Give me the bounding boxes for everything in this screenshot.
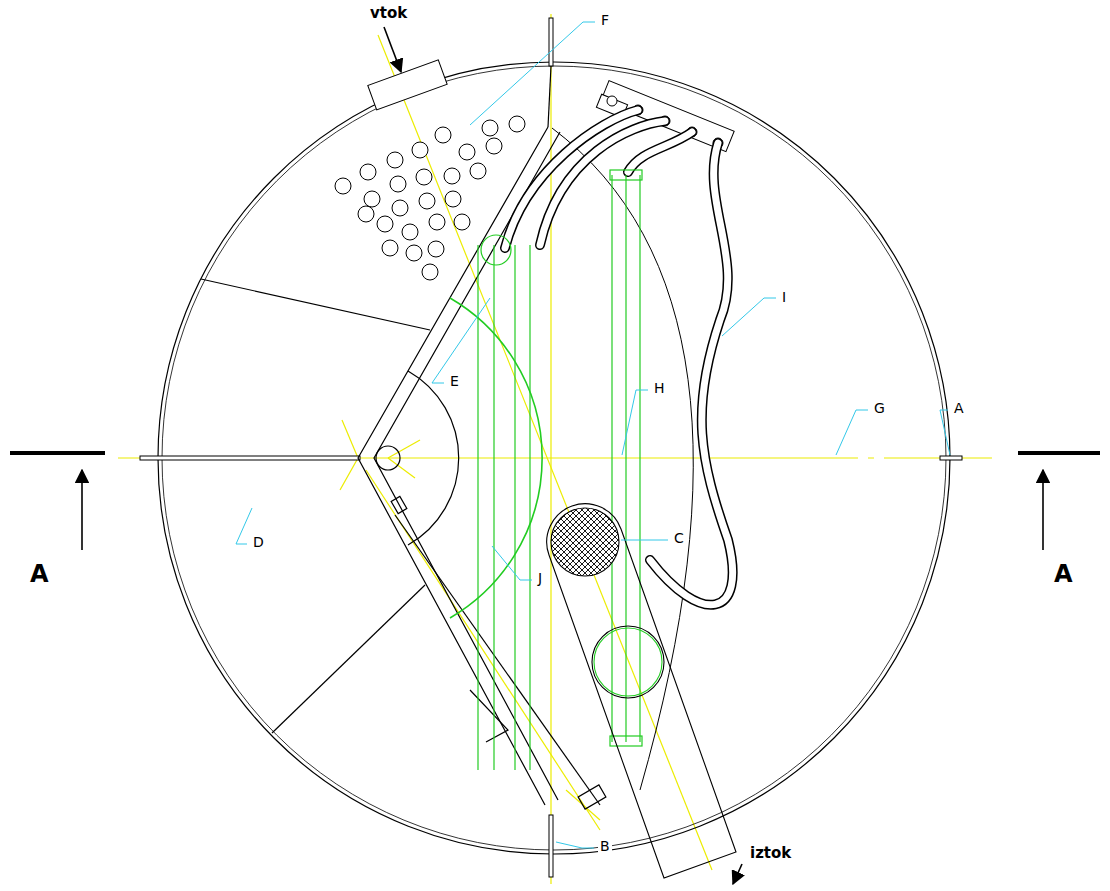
- callout-letter: E: [448, 373, 461, 390]
- outlet-arrow: [733, 864, 742, 884]
- callout-letter: C: [672, 530, 686, 547]
- inner-wall: [552, 128, 693, 790]
- tubes: [505, 110, 733, 605]
- callout-letter: D: [251, 534, 266, 551]
- center-lines: [118, 14, 992, 884]
- callout-letter: I: [780, 289, 788, 306]
- section-mark: A: [28, 560, 51, 588]
- leader-lines: [236, 22, 950, 848]
- filter-holes: [335, 116, 525, 280]
- flow-label: iztok: [748, 844, 793, 863]
- inlet-arrow: [384, 27, 401, 72]
- callout-letter: A: [952, 400, 966, 417]
- outlet-channel: [547, 504, 736, 878]
- callout-letter: J: [536, 570, 544, 587]
- flow-label: vtok: [368, 4, 409, 23]
- section-mark: A: [1052, 560, 1075, 588]
- inlet-nozzle: [368, 60, 447, 110]
- heater-elements: [450, 170, 642, 770]
- plates: [140, 18, 962, 877]
- section-marks: [10, 451, 1100, 550]
- callout-letter: B: [598, 838, 612, 855]
- callout-letter: G: [872, 400, 887, 417]
- callout-letter: F: [599, 12, 611, 29]
- callout-letter: H: [652, 380, 667, 397]
